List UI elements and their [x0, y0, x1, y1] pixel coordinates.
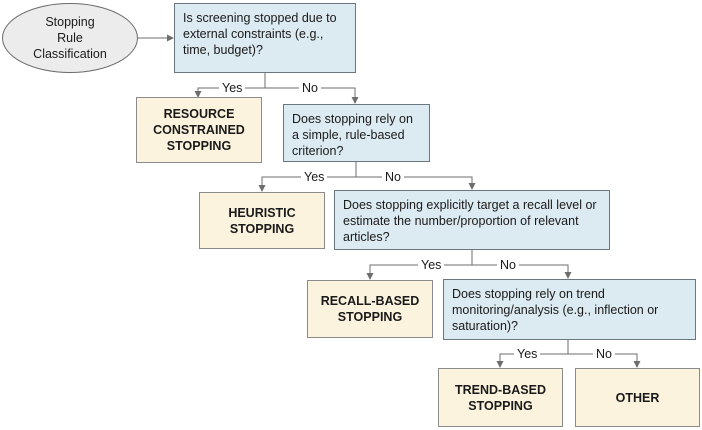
start-node: Stopping Rule Classification — [2, 3, 138, 73]
connector-q4-no — [568, 353, 641, 368]
connector-q2-no — [356, 176, 476, 190]
label-yes-q3: Yes — [418, 258, 445, 272]
label-no-q3: No — [497, 258, 519, 272]
label-yes-q1: Yes — [219, 81, 246, 95]
label-no-q4: No — [593, 347, 615, 361]
question-recall-target: Does stopping explicitly target a recall… — [334, 190, 610, 250]
question-rule-based: Does stopping rely on a simple, rule-bas… — [283, 104, 430, 162]
outcome-trend-based: TREND-BASED STOPPING — [438, 368, 563, 427]
connector-q4-yes — [496, 353, 568, 368]
label-no-q2: No — [382, 170, 404, 184]
label-no-q1: No — [299, 81, 321, 95]
outcome-heuristic: HEURISTIC STOPPING — [199, 192, 325, 249]
connector-q1-no — [332, 87, 359, 104]
connector-q3-no — [472, 264, 572, 279]
label-yes-q4: Yes — [514, 347, 541, 361]
outcome-resource-constrained: RESOURCE CONSTRAINED STOPPING — [136, 97, 262, 163]
question-external-constraints: Is screening stopped due to external con… — [174, 3, 356, 73]
outcome-recall-based: RECALL-BASED STOPPING — [307, 280, 433, 338]
outcome-other: OTHER — [575, 368, 700, 427]
label-yes-q2: Yes — [301, 170, 328, 184]
question-trend-monitoring: Does stopping rely on trend monitoring/a… — [443, 279, 696, 340]
